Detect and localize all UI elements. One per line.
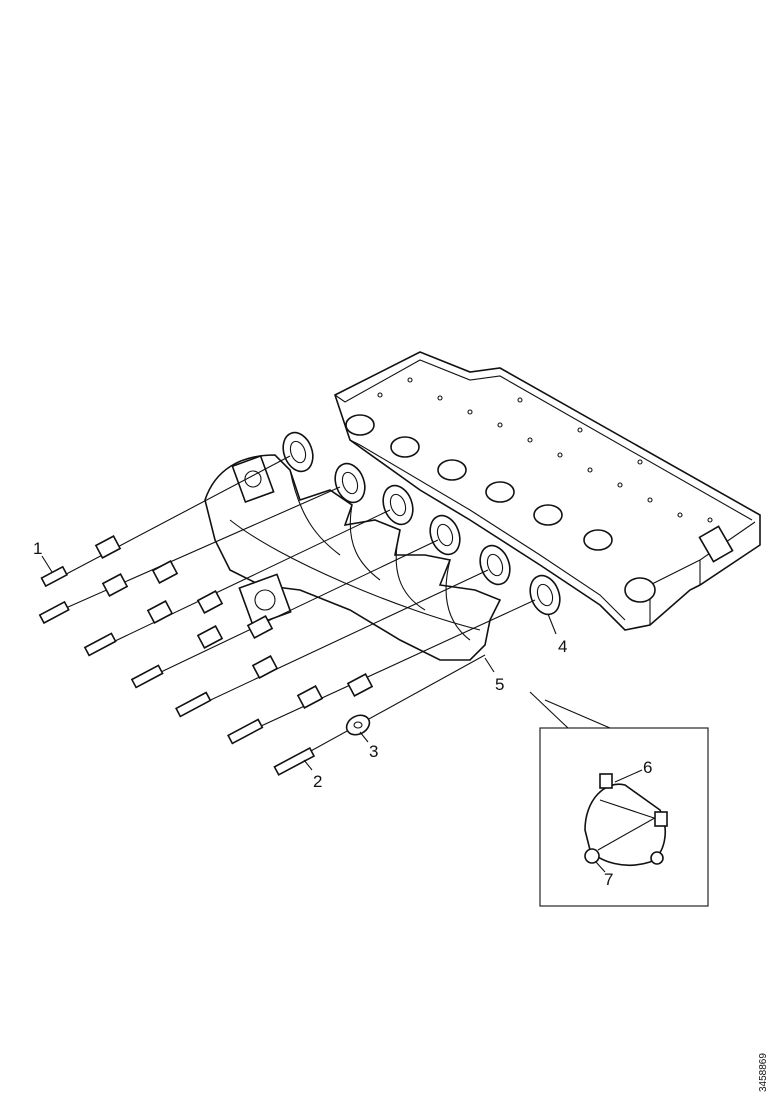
callout-6: 6 xyxy=(614,758,652,783)
flange-bolt xyxy=(130,615,274,689)
callout-labels: 1 2 3 4 5 6 7 xyxy=(33,539,652,889)
detail-stud xyxy=(599,773,613,789)
head-exhaust-ports xyxy=(345,414,734,603)
document-id: 3458869 xyxy=(758,1053,769,1092)
fasteners xyxy=(38,455,536,776)
callout-4: 4 xyxy=(547,613,567,656)
callout-label: 2 xyxy=(313,772,322,791)
callout-label: 5 xyxy=(495,675,504,694)
flange-bolt xyxy=(83,590,224,657)
cylinder-head xyxy=(334,351,761,631)
detail-flange xyxy=(584,783,666,866)
callout-7: 7 xyxy=(595,861,613,889)
detail-inset xyxy=(529,691,709,907)
callout-label: 6 xyxy=(643,758,652,777)
gasket xyxy=(529,574,561,616)
callout-3: 3 xyxy=(359,731,378,761)
gasket xyxy=(382,484,414,526)
callout-1: 1 xyxy=(33,539,53,573)
gasket xyxy=(479,544,511,586)
callout-5: 5 xyxy=(484,657,504,694)
detail-nut xyxy=(584,848,600,864)
stud xyxy=(175,655,279,718)
gasket xyxy=(429,514,461,556)
stud xyxy=(273,746,316,776)
gaskets xyxy=(282,431,561,616)
detail-pointer xyxy=(529,691,611,729)
gasket xyxy=(334,462,366,504)
detail-frame xyxy=(539,727,709,907)
manifold-flanges xyxy=(231,454,292,627)
flange-bolt xyxy=(38,560,179,625)
callout-label: 1 xyxy=(33,539,42,558)
callout-2: 2 xyxy=(303,759,322,791)
gasket xyxy=(282,431,314,473)
callout-label: 7 xyxy=(604,870,613,889)
head-bolt-holes xyxy=(377,377,713,523)
flange-bolt xyxy=(40,535,122,588)
callout-label: 4 xyxy=(558,637,567,656)
callout-label: 3 xyxy=(369,742,378,761)
stud xyxy=(227,673,374,745)
exhaust-manifold xyxy=(204,454,502,661)
washer xyxy=(345,714,371,736)
